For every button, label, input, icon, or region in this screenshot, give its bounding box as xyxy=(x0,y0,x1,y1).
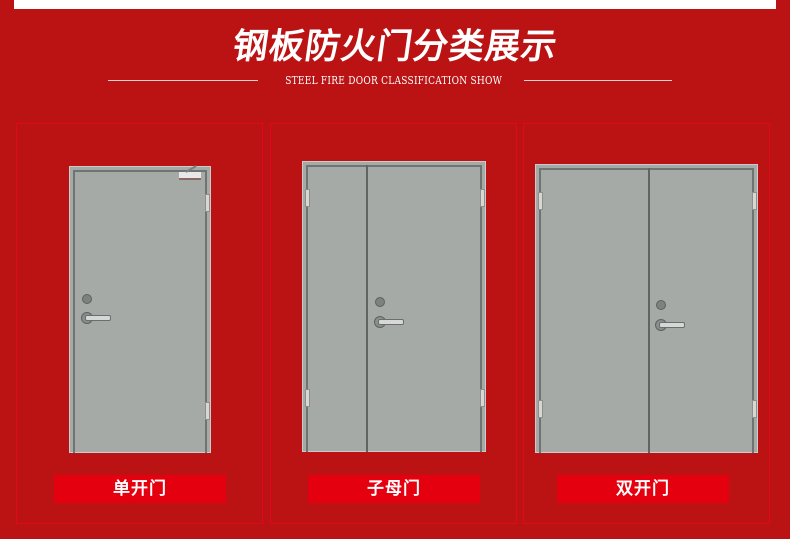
lever-handle-icon xyxy=(378,319,404,325)
top-white-bar xyxy=(14,0,776,9)
hinge-icon xyxy=(205,194,210,212)
hinge-icon xyxy=(538,192,543,210)
lock-cylinder-icon xyxy=(82,294,92,304)
subtitle-row: STEEL FIRE DOOR CLASSIFICATION SHOW xyxy=(0,72,790,90)
hinge-icon xyxy=(752,400,757,418)
label-single-door[interactable]: 单开门 xyxy=(54,475,226,503)
lever-handle-icon xyxy=(659,322,685,328)
hinge-icon xyxy=(538,400,543,418)
lock-cylinder-icon xyxy=(375,297,385,307)
label-double-door[interactable]: 双开门 xyxy=(557,475,729,503)
lever-handle-icon xyxy=(85,315,111,321)
page-subtitle: STEEL FIRE DOOR CLASSIFICATION SHOW xyxy=(285,74,503,87)
lock-cylinder-icon xyxy=(656,300,666,310)
hinge-icon xyxy=(480,389,485,407)
hinge-icon xyxy=(205,402,210,420)
hinge-icon xyxy=(305,189,310,207)
door-split-line xyxy=(366,165,368,452)
page-title: 钢板防火门分类展示 xyxy=(230,27,560,67)
door-split-line xyxy=(648,168,650,453)
double-door-image xyxy=(535,164,758,453)
subtitle-divider-left xyxy=(108,80,258,81)
unequal-double-door-image xyxy=(302,161,486,452)
card-double-door[interactable] xyxy=(523,123,770,524)
door-frame xyxy=(539,168,754,453)
hinge-icon xyxy=(752,192,757,210)
card-single-door[interactable] xyxy=(16,123,263,524)
hinge-icon xyxy=(305,389,310,407)
door-frame xyxy=(73,170,207,453)
card-unequal-double-door[interactable] xyxy=(270,123,517,524)
single-door-image xyxy=(69,165,211,453)
door-frame xyxy=(306,165,482,452)
door-closer-icon xyxy=(179,172,201,180)
hinge-icon xyxy=(480,189,485,207)
label-unequal-double-door[interactable]: 子母门 xyxy=(308,475,480,503)
subtitle-divider-right xyxy=(524,80,672,81)
